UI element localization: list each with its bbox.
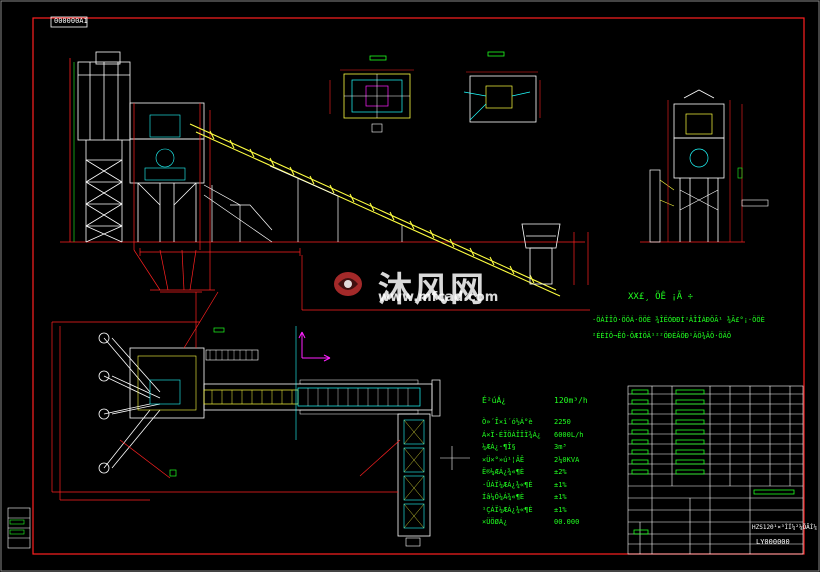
param-label: ×Ü×°»ú¹¦ÂÊ (482, 455, 525, 464)
drawing-frame (32, 17, 805, 555)
mixing-building (129, 102, 205, 242)
param-value: 2¼0KVA (554, 455, 580, 464)
watermark-logo-icon (334, 272, 362, 296)
corner-label: 000000A1 (54, 17, 88, 25)
plan-view (51, 291, 470, 547)
param-label: ×ÜÖØÁ¿ (482, 518, 508, 526)
conveyor-supports (269, 165, 403, 242)
params-header-value: 120m³/h (554, 396, 588, 405)
inclined-conveyor (189, 123, 561, 297)
param-label: ·ÛÁÏ¼ÆÁ¿¾«¶È (482, 480, 533, 489)
title-block (627, 385, 804, 555)
detail-view-2 (463, 51, 541, 123)
watermark-url: www.mfcad.com (378, 290, 499, 305)
notes-line-1: ·ÖÁÎÎÒ·ÖÖÁ·ÖÖÈ ¾ÎËÓÐÐÍ²ÄÎÎÁÐÖÃ¹ ¾Ã£°¡·ÖÖ… (592, 316, 765, 324)
side-elevation-view (640, 89, 769, 243)
title-block-green-entries (631, 389, 795, 535)
corner-label-box (50, 16, 88, 28)
param-label: ¹ÇÁÏ¼ÆÁ¿¾«¶È (482, 505, 533, 514)
param-label: Ë®¼ÆÁ¿¾«¶È (482, 468, 525, 476)
watermark: 沐风网 www.mfcad.com (330, 262, 498, 311)
param-value: 2250 (554, 418, 571, 426)
param-label: Ò»´Î×î´ó½Á°è (482, 418, 533, 426)
param-value: 00.000 (554, 518, 580, 526)
param-value: ±1% (554, 480, 567, 489)
staircase (203, 184, 273, 243)
param-label: ¼ÆÁ¿·¶Î§ (482, 443, 516, 451)
silo-tower (77, 51, 131, 243)
param-label: Íâ¼Ó¼Á¾«¶È (482, 493, 525, 501)
param-value: ±1% (554, 505, 567, 514)
param-label: Á×Ï·ÉÏÖÁÎÏÏ¾Á¿ (482, 430, 542, 439)
watermark-text: 沐风网 (378, 270, 486, 310)
param-value: ±1% (554, 493, 567, 501)
param-value: 3m³ (554, 443, 567, 451)
params-header-label: É²úÁ¿ (482, 396, 507, 405)
drawing-number: LY000000 (756, 538, 790, 546)
param-value: 6000L/h (554, 430, 584, 439)
aggregate-bin (521, 223, 561, 285)
notes-line-2: ²ÉÈÍÖ¬ÊÓ·ÖÆÍÖÄ¹²²ÖÐÈÂÖÐ¹ÄÖ¾ÂÖ·ÖÄÖ (592, 332, 732, 340)
elevation-view (60, 51, 590, 311)
revision-block (7, 507, 31, 549)
silo-circles (98, 332, 161, 474)
drawing-title: HZS120¹¤³ÌÍ¼²¼ÖÃÍ¼ (752, 524, 818, 531)
param-value: ±2% (554, 468, 567, 476)
notes-title: XX£¸ ÖÊ ¡Ã ÷ (628, 292, 694, 302)
detail-view-1 (329, 55, 414, 133)
